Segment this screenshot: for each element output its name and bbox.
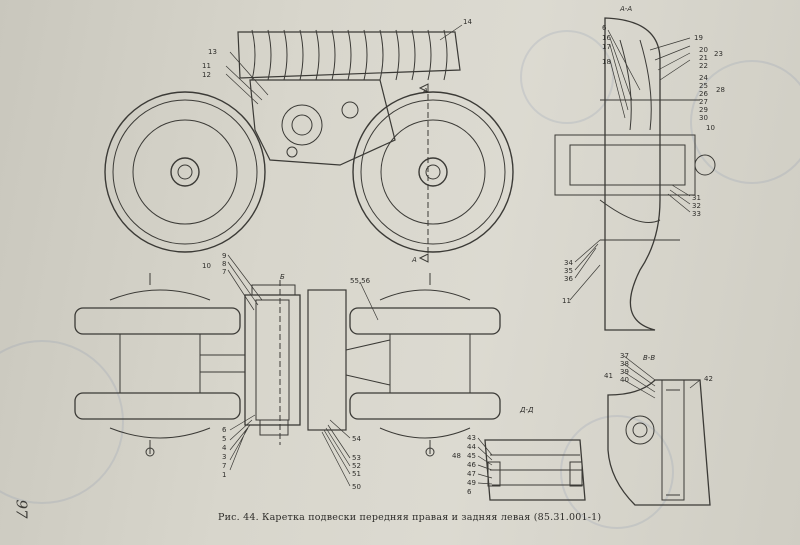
callout-9: 9 <box>222 252 226 260</box>
callout-46: 46 <box>467 461 476 469</box>
callout-41: 41 <box>604 372 613 380</box>
callout-22: 22 <box>699 62 708 70</box>
callout-16: 16 <box>602 34 611 42</box>
callout-5: 5 <box>222 435 226 443</box>
callout-33: 33 <box>692 210 701 218</box>
callout-7b: 7 <box>222 462 226 470</box>
callout-6: 6 <box>222 426 227 434</box>
callout-24: 24 <box>699 74 708 82</box>
bleed-through-circle <box>560 415 674 529</box>
callout-14: 14 <box>463 18 472 26</box>
section-a-arrow-top: A <box>422 87 428 95</box>
callout-42: 42 <box>704 375 713 383</box>
figure-caption: Рис. 44. Каретка подвески передняя права… <box>218 512 602 523</box>
section-dd-label: Д-Д <box>519 406 534 414</box>
callout-55-56: 55,56 <box>350 277 371 285</box>
callout-51: 51 <box>352 470 361 478</box>
page-number: 97 <box>12 499 31 519</box>
callout-4: 4 <box>222 444 227 452</box>
callout-40: 40 <box>620 376 629 384</box>
callout-53: 53 <box>352 454 361 462</box>
callout-29: 29 <box>699 106 708 114</box>
callout-37: 37 <box>620 352 629 360</box>
callout-52: 52 <box>352 462 361 470</box>
section-v-v <box>607 379 711 506</box>
callout-7: 7 <box>222 268 226 276</box>
callout-26: 26 <box>699 90 708 98</box>
callout-44: 44 <box>467 443 476 451</box>
callout-36: 36 <box>564 275 573 283</box>
callout-20: 20 <box>699 46 708 54</box>
callout-6a: 6 <box>602 24 607 32</box>
section-a-a <box>554 17 716 331</box>
section-vv-label: В-В <box>643 354 655 362</box>
callout-13: 13 <box>208 48 217 56</box>
callout-17: 17 <box>602 43 611 51</box>
callout-18: 18 <box>602 58 611 66</box>
callout-54: 54 <box>352 435 361 443</box>
callout-31: 31 <box>692 194 701 202</box>
plan-view-assembly <box>74 273 501 457</box>
callout-49: 49 <box>467 479 476 487</box>
callout-27: 27 <box>699 98 708 106</box>
callout-21: 21 <box>699 54 708 62</box>
callout-45: 45 <box>467 452 476 460</box>
bleed-through-circle <box>690 60 800 184</box>
callout-48: 48 <box>452 452 461 460</box>
callout-28: 28 <box>716 86 725 94</box>
bleed-through-circle <box>520 30 614 124</box>
side-view-assembly <box>104 29 514 263</box>
callout-38: 38 <box>620 360 629 368</box>
callout-10a: 10 <box>706 124 715 132</box>
callout-23: 23 <box>714 50 723 58</box>
callout-25: 25 <box>699 82 708 90</box>
callout-19: 19 <box>694 34 703 42</box>
callout-11: 11 <box>202 62 211 70</box>
callout-10: 10 <box>202 262 211 270</box>
callout-8: 8 <box>222 260 226 268</box>
section-d-d <box>484 439 586 501</box>
callout-43: 43 <box>467 434 476 442</box>
callout-6c: 6 <box>467 488 472 496</box>
callout-1: 1 <box>222 471 226 479</box>
callout-34: 34 <box>564 259 573 267</box>
section-aa-label: A-A <box>619 5 632 13</box>
callout-39: 39 <box>620 368 629 376</box>
leader-lines <box>225 24 701 487</box>
callout-12: 12 <box>202 71 211 79</box>
callout-11b: 11 <box>562 297 571 305</box>
callout-32: 32 <box>692 202 701 210</box>
callout-30: 30 <box>699 114 708 122</box>
callout-47: 47 <box>467 470 476 478</box>
section-a-arrow: A <box>411 256 417 264</box>
callout-50: 50 <box>352 483 361 491</box>
callout-3: 3 <box>222 453 226 461</box>
section-b-arrow: Б <box>280 273 285 281</box>
callout-35: 35 <box>564 267 573 275</box>
